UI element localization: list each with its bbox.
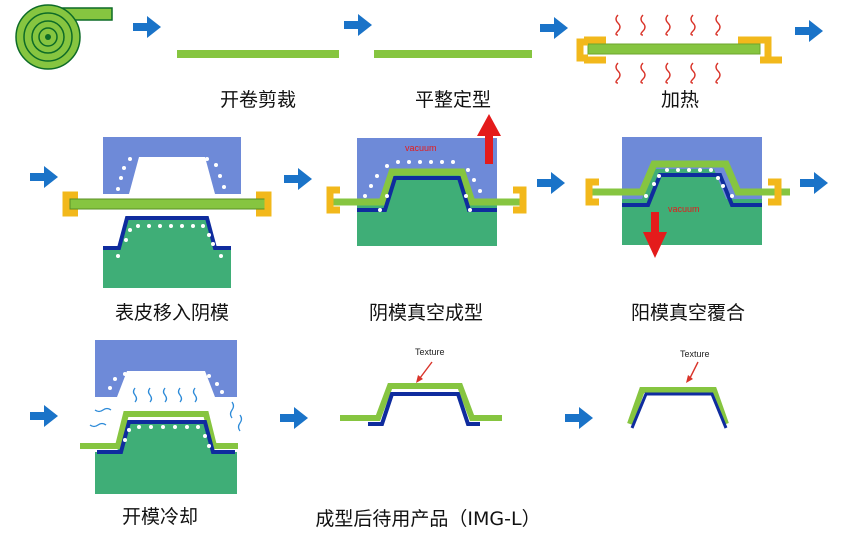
texture-label-2: Texture (680, 349, 710, 359)
vacuum-label-top: vacuum (405, 143, 437, 153)
flow-arrow-icon (133, 16, 161, 38)
flow-arrow-icon (344, 14, 372, 36)
coil-icon (15, 4, 113, 70)
heat-wave-icon (615, 14, 721, 84)
male-vacuum-lamination-station (585, 137, 790, 258)
step-label-male-vacuum-lamination: 阳模真空覆合 (630, 302, 746, 324)
step-label-heat: 加热 (660, 89, 700, 111)
heating-station (576, 14, 782, 84)
flow-arrow-icon (280, 407, 308, 429)
step-label-final-product: 成型后待用产品（IMG-L） (315, 508, 541, 530)
step-label-female-vacuum-forming: 阴模真空成型 (368, 302, 484, 324)
texture-label-1: Texture (415, 347, 445, 357)
step-label-uncoil-cut: 开卷剪裁 (219, 89, 297, 111)
flow-arrow-icon (30, 405, 58, 427)
skin-transfer-station (62, 137, 272, 288)
formed-product-trimmed (340, 361, 502, 426)
texture-pointer-icon (419, 361, 433, 379)
flow-arrow-icon (795, 20, 823, 42)
mold-open-cooling-station (80, 340, 243, 494)
flow-arrow-icon (540, 17, 568, 39)
flow-arrow-icon (30, 166, 58, 188)
female-vacuum-forming-station (326, 114, 527, 246)
vacuum-arrow-down-icon (643, 212, 667, 258)
cooling-wave-icon (89, 387, 243, 432)
flow-arrow-icon (565, 407, 593, 429)
vacuum-label-bottom: vacuum (668, 204, 700, 214)
formed-product-final (627, 361, 729, 429)
step-label-flatten: 平整定型 (414, 89, 492, 111)
flow-arrow-icon (800, 172, 828, 194)
flow-arrow-icon (537, 172, 565, 194)
vacuum-arrow-up-icon (477, 114, 501, 164)
texture-pointer-icon (689, 361, 699, 379)
flow-arrow-icon (284, 168, 312, 190)
step-label-mold-open-cool: 开模冷却 (121, 506, 199, 528)
cut-skin-sheet (177, 50, 339, 58)
flattened-skin-sheet (374, 50, 532, 58)
step-label-skin-to-female-mold: 表皮移入阴模 (114, 302, 230, 324)
